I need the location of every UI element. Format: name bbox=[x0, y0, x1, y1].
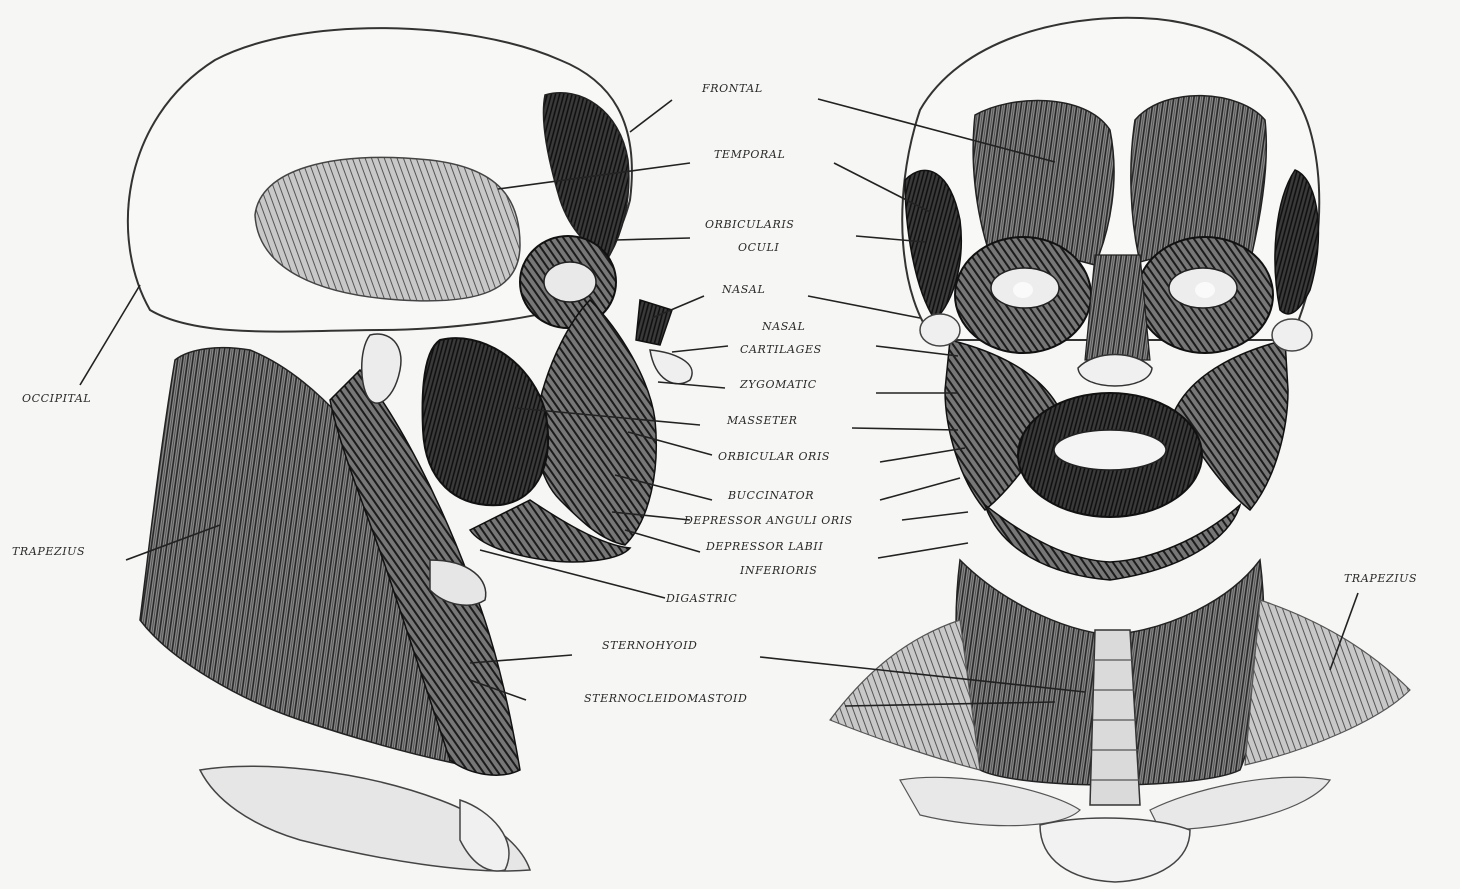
label-depressor-labii-line2: INFERIORIS bbox=[740, 564, 817, 577]
label-sternohyoid: STERNOHYOID bbox=[602, 639, 697, 652]
label-orbicularis-oculi-line2: OCULI bbox=[738, 241, 779, 254]
front-view-head bbox=[830, 18, 1410, 882]
label-orbicularis-oris: ORBICULAR ORIS bbox=[718, 450, 830, 463]
label-occipital: OCCIPITAL bbox=[22, 392, 91, 405]
label-nasal-cartilages-line2: CARTILAGES bbox=[740, 343, 822, 356]
side-view-head bbox=[128, 28, 692, 871]
label-nasal-cartilages-line1: NASAL bbox=[762, 320, 805, 333]
label-temporal: TEMPORAL bbox=[714, 148, 785, 161]
label-nasal: NASAL bbox=[722, 283, 765, 296]
label-trapezius-right: TRAPEZIUS bbox=[1344, 572, 1417, 585]
label-depressor-anguli-oris: DEPRESSOR ANGULI ORIS bbox=[684, 514, 853, 527]
label-buccinator: BUCCINATOR bbox=[728, 489, 814, 502]
label-sternocleidomastoid: STERNOCLEIDOMASTOID bbox=[584, 692, 747, 705]
label-orbicularis-oculi-line1: ORBICULARIS bbox=[705, 218, 794, 231]
label-frontal: FRONTAL bbox=[702, 82, 763, 95]
label-trapezius-left: TRAPEZIUS bbox=[12, 545, 85, 558]
label-depressor-labii-line1: DEPRESSOR LABII bbox=[706, 540, 823, 553]
label-zygomatic: ZYGOMATIC bbox=[740, 378, 817, 391]
label-masseter: MASSETER bbox=[727, 414, 798, 427]
label-digastric: DIGASTRIC bbox=[666, 592, 737, 605]
